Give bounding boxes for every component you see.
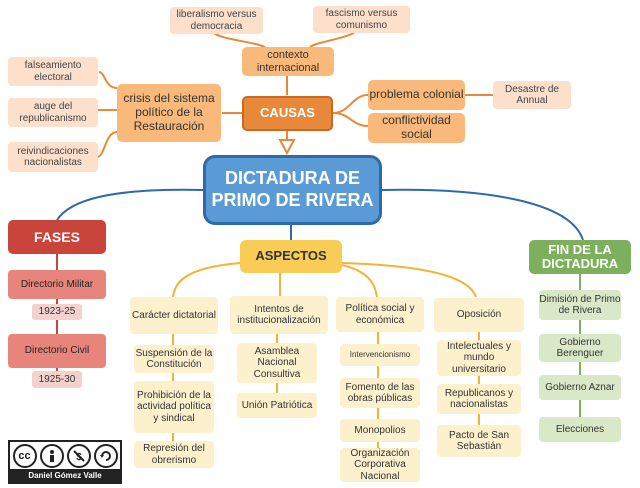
node-fascismo: fascismo versus comunismo [313, 6, 410, 33]
node-directorio-militar: Directorio Militar [8, 270, 106, 299]
node-liberalismo: liberalismo versus democracia [170, 7, 263, 34]
item-union-patriotica: Unión Patriótica [237, 393, 317, 418]
item-gobierno-aznar: Gobierno Aznar [539, 375, 621, 400]
item-pacto-san-sebastian: Pacto de San Sebastián [437, 425, 521, 457]
sharealike-icon [93, 444, 118, 468]
attribution-icon [39, 444, 64, 468]
node-directorio-civil: Directorio Civil [8, 334, 106, 368]
item-organizacion-corporativa: Organización Corporativa Nacional [340, 448, 420, 482]
svg-text:$: $ [76, 452, 82, 463]
main-title: DICTADURA DE PRIMO DE RIVERA [203, 155, 382, 225]
node-republicanismo: auge del republicanismo [8, 98, 98, 127]
item-suspension-constitucion: Suspensión de la Constitución [134, 345, 214, 373]
item-intelectuales: Intelectuales y mundo universitario [437, 340, 521, 376]
item-represion-obrerismo: Represión del obrerismo [134, 441, 214, 468]
aspecto-politica-social: Política social y económica [336, 297, 424, 332]
node-nacionalistas: reivindicaciones nacionalistas [8, 142, 98, 172]
item-asamblea-nacional: Asamblea Nacional Consultiva [237, 343, 317, 383]
item-prohibicion-actividad: Prohibición de la actividad política y s… [134, 381, 214, 433]
node-conflictividad-social: conflictividad social [368, 113, 465, 143]
item-fomento-obras: Fomento de las obras públicas [340, 378, 420, 408]
aspecto-oposicion: Oposición [434, 298, 524, 332]
node-fecha-civil: 1925-30 [32, 371, 82, 388]
aspecto-institucionalizacion: Intentos de institucionalización [230, 296, 328, 334]
aspecto-caracter-dictatorial: Carácter dictatorial [130, 297, 218, 334]
cc-license-badge[interactable]: cc $ Daniel Gómez Valle [8, 440, 122, 484]
node-aspectos: ASPECTOS [240, 240, 342, 273]
item-republicanos: Republicanos y nacionalistas [437, 384, 521, 414]
cc-icons: cc $ [12, 444, 118, 470]
node-fin-dictadura: FIN DE LA DICTADURA [529, 240, 631, 274]
node-fases: FASES [8, 220, 106, 254]
noncommercial-icon: $ [66, 444, 91, 468]
item-intervencionismo: Intervencionismo [340, 344, 420, 366]
node-problema-colonial: problema colonial [368, 80, 465, 110]
item-dimision: Dimisión de Primo de Rivera [539, 290, 621, 320]
item-monopolios: Monopolios [340, 419, 420, 442]
node-desastre-annual: Desastre de Annual [493, 81, 571, 109]
node-causas: CAUSAS [242, 96, 333, 131]
node-falseamiento: falseamiento electoral [8, 57, 98, 86]
cc-icon: cc [12, 444, 37, 468]
item-elecciones: Elecciones [539, 417, 621, 442]
node-fecha-militar: 1923-25 [32, 304, 82, 320]
node-crisis-restauracion: crisis del sistema político de la Restau… [117, 84, 221, 142]
item-gobierno-berenguer: Gobierno Berenguer [539, 334, 621, 362]
author-name: Daniel Gómez Valle [10, 469, 120, 482]
node-contexto-internacional: contexto internacional [242, 47, 334, 76]
